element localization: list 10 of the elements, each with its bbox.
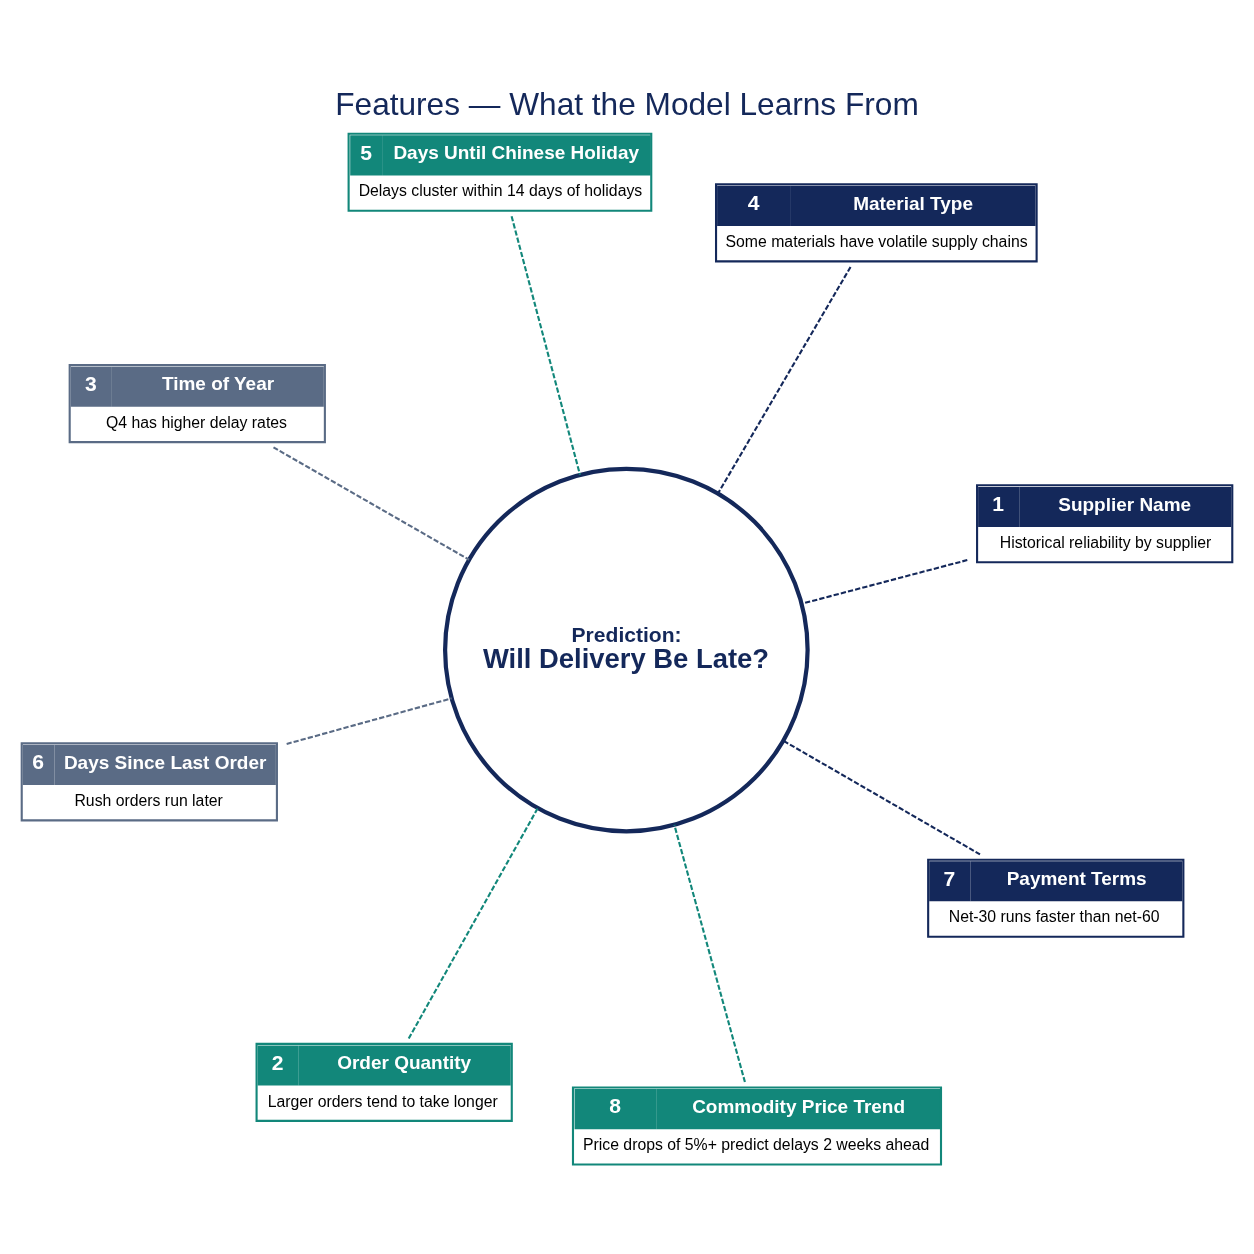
connector bbox=[782, 739, 981, 855]
connector bbox=[716, 265, 852, 494]
connector bbox=[510, 215, 581, 475]
connector bbox=[801, 558, 968, 605]
connector bbox=[407, 807, 539, 1039]
connector bbox=[673, 824, 746, 1082]
connector bbox=[286, 696, 452, 745]
diagram-title: Features — What the Model Learns From bbox=[335, 85, 919, 122]
connector bbox=[272, 445, 470, 561]
node-circle: Prediction: Will Delivery Be Late? bbox=[443, 466, 810, 833]
